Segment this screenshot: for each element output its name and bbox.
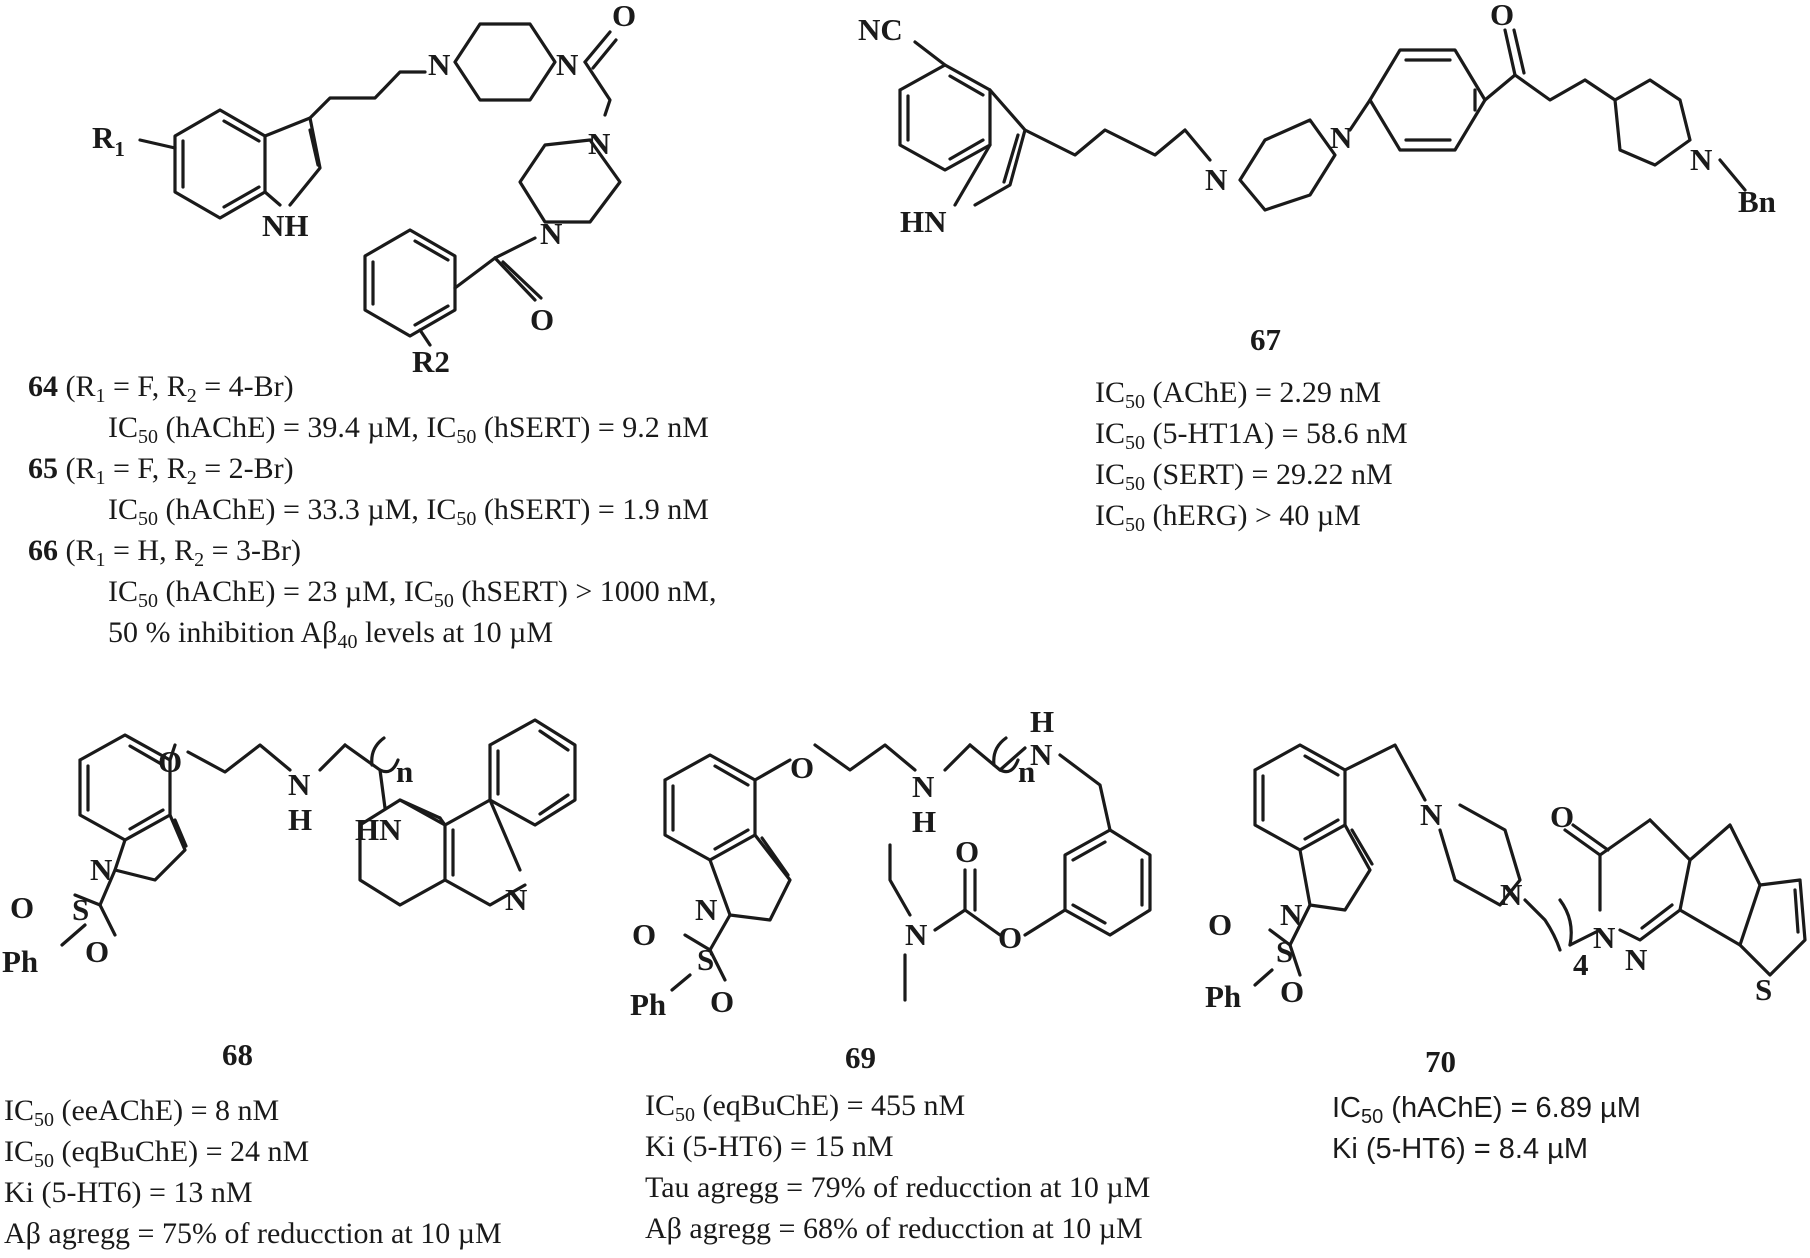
atom-N: N: [1030, 737, 1052, 772]
atom-R2: R2: [412, 344, 450, 379]
atom-O: O: [1550, 799, 1574, 834]
atom-N: N: [912, 769, 934, 804]
compound-68-5ht6: Ki (5-HT6) = 13 nM: [4, 1176, 253, 1209]
compound-70-data: IC50 (hAChE) = 6.89 µM Ki (5-HT6) = 8.4 …: [1332, 1088, 1641, 1170]
atom-N: N: [505, 882, 527, 917]
compound-69-5ht6: Ki (5-HT6) = 15 nM: [645, 1130, 894, 1163]
compound-69-data: IC50 (eqBuChE) = 455 nM Ki (5-HT6) = 15 …: [645, 1085, 1150, 1249]
compound-64-activity: IC50 (hAChE) = 39.4 µM, IC50 (hSERT) = 9…: [108, 411, 709, 448]
atom-N: N: [905, 917, 927, 952]
atom-Bn: Bn: [1738, 184, 1776, 219]
compound-67-herg: IC50 (hERG) > 40 µM: [1095, 499, 1361, 536]
subscript-n: n: [1018, 754, 1035, 789]
compound-67-data: IC50 (AChE) = 2.29 nM IC50 (5-HT1A) = 58…: [1095, 372, 1408, 536]
atom-N: N: [288, 767, 310, 802]
atom-N: N: [1690, 142, 1712, 177]
compound-66-header: 66 (R1 = H, R2 = 3-Br): [28, 534, 301, 571]
atom-Ph: Ph: [1205, 979, 1241, 1014]
compound-number-68: 68: [222, 1037, 253, 1072]
subscript-4: 4: [1573, 947, 1589, 982]
atom-O: O: [1490, 0, 1514, 32]
compound-69-tau: Tau agregg = 79% of reducction at 10 µM: [645, 1171, 1151, 1204]
atom-O: O: [530, 302, 554, 337]
atom-H: H: [1030, 704, 1054, 739]
atom-O: O: [955, 834, 979, 869]
compound-69-buche: IC50 (eqBuChE) = 455 nM: [645, 1089, 966, 1126]
atom-NH: NH: [262, 208, 309, 243]
atom-S: S: [697, 942, 714, 977]
atom-N: N: [428, 47, 450, 82]
atom-S: S: [72, 892, 89, 927]
atom-N: N: [90, 852, 112, 887]
structure-69: O N H n H N O O N N O S O Ph: [630, 704, 1152, 1022]
atom-O: O: [85, 934, 109, 969]
atom-N: N: [1625, 942, 1647, 977]
structure-67: NC HN N N O N Bn: [858, 0, 1776, 239]
compound-65-header: 65 (R1 = F, R2 = 2-Br): [28, 452, 294, 489]
compound-64-66-data: 64 (R1 = F, R2 = 4-Br) IC50 (hAChE) = 39…: [28, 366, 716, 653]
atom-Ph: Ph: [630, 987, 666, 1022]
compound-66-abeta: 50 % inhibition Aβ40 levels at 10 µM: [108, 616, 554, 653]
atom-N: N: [588, 126, 610, 161]
atom-O: O: [790, 750, 814, 785]
compound-68-data: IC50 (eeAChE) = 8 nM IC50 (eqBuChE) = 24…: [4, 1090, 502, 1254]
compound-67-sert: IC50 (SERT) = 29.22 nM: [1095, 458, 1393, 495]
atom-N: N: [1593, 920, 1615, 955]
compound-67-5ht1a: IC50 (5-HT1A) = 58.6 nM: [1095, 417, 1408, 454]
structure-68: O N H n HN N N O S O Ph: [2, 718, 577, 979]
compound-68-abeta: Aβ agregg = 75% of reducction at 10 µM: [4, 1217, 502, 1250]
atom-N: N: [540, 216, 562, 251]
atom-S: S: [1755, 972, 1772, 1007]
atom-N: N: [1330, 120, 1352, 155]
atom-HN: HN: [355, 812, 402, 847]
atom-R1: R1: [92, 120, 125, 161]
compound-65-activity: IC50 (hAChE) = 33.3 µM, IC50 (hSERT) = 1…: [108, 493, 709, 530]
subscript-n: n: [396, 754, 413, 789]
atom-N: N: [1205, 162, 1227, 197]
compound-number-69: 69: [845, 1040, 876, 1075]
atom-O: O: [1208, 907, 1232, 942]
structure-70: N N O 4 N N S N O S O Ph: [1205, 743, 1807, 1014]
atom-O: O: [612, 0, 636, 33]
compound-70-ache: IC50 (hAChE) = 6.89 µM: [1332, 1092, 1641, 1128]
atom-O: O: [1280, 974, 1304, 1009]
atom-O: O: [632, 917, 656, 952]
atom-N: N: [695, 892, 717, 927]
compound-68-ache: IC50 (eeAChE) = 8 nM: [4, 1094, 280, 1131]
compound-66-activity: IC50 (hAChE) = 23 µM, IC50 (hSERT) > 100…: [108, 575, 717, 612]
structure-64-66: R1 NH N N O N N O R2: [92, 0, 636, 379]
compound-68-buche: IC50 (eqBuChE) = 24 nM: [4, 1135, 310, 1172]
atom-NC: NC: [858, 12, 903, 47]
atom-N: N: [556, 47, 578, 82]
atom-H: H: [288, 802, 312, 837]
atom-N: N: [1420, 797, 1442, 832]
atom-O: O: [158, 744, 182, 779]
atom-H: H: [912, 804, 936, 839]
atom-O: O: [10, 890, 34, 925]
atom-O: O: [998, 920, 1022, 955]
compound-number-70: 70: [1425, 1044, 1456, 1079]
atom-S: S: [1276, 934, 1293, 969]
atom-HN: HN: [900, 204, 947, 239]
atom-Ph: Ph: [2, 944, 38, 979]
compound-number-67: 67: [1250, 322, 1281, 357]
compound-64-header: 64 (R1 = F, R2 = 4-Br): [28, 370, 294, 407]
compound-69-abeta: Aβ agregg = 68% of reducction at 10 µM: [645, 1212, 1143, 1245]
atom-N: N: [1500, 877, 1522, 912]
atom-O: O: [710, 984, 734, 1019]
compound-67-ache: IC50 (AChE) = 2.29 nM: [1095, 376, 1382, 413]
atom-N: N: [1280, 897, 1302, 932]
compound-70-5ht6: Ki (5-HT6) = 8.4 µM: [1332, 1133, 1589, 1165]
